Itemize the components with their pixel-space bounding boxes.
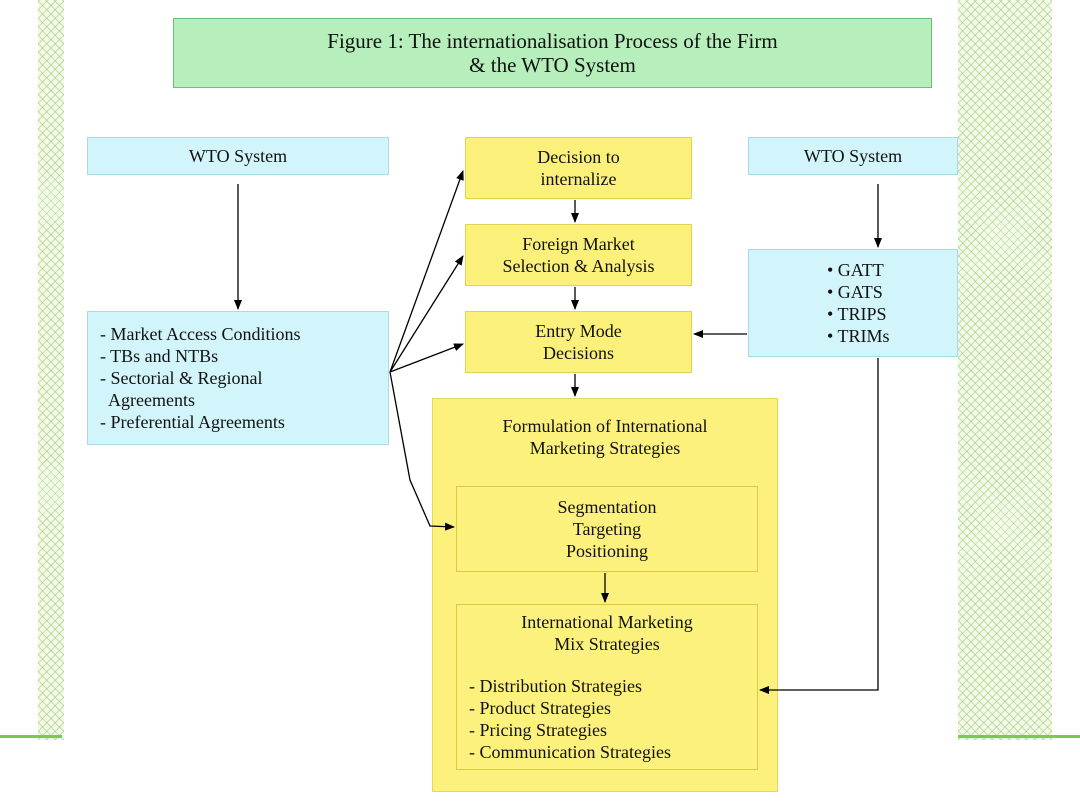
- arrow-conditions-to-foreign: [389, 255, 464, 373]
- left-wto-item: Agreements: [100, 390, 195, 410]
- right-wto-system-header: WTO System: [748, 137, 958, 175]
- right-wto-item: • TRIPS: [827, 304, 887, 324]
- foreign-market-selection-box: Foreign Market Selection & Analysis: [465, 224, 692, 286]
- figure-title-line-2: & the WTO System: [469, 53, 636, 77]
- left-background-pattern: [38, 0, 64, 740]
- entry-line-1: Entry Mode: [535, 321, 622, 341]
- right-wto-header-label: WTO System: [803, 146, 903, 166]
- foreign-line-2: Selection & Analysis: [502, 256, 655, 276]
- mix-strategy-item: - Distribution Strategies: [469, 676, 642, 696]
- right-wto-item: • GATS: [827, 282, 883, 302]
- figure-title-line-1: Figure 1: The internationalisation Proce…: [327, 29, 778, 53]
- arrow-conditions-to-entry: [389, 343, 464, 373]
- formulation-header-line-1: Formulation of International: [502, 416, 708, 436]
- entry-line-2: Decisions: [543, 343, 614, 363]
- right-wto-agreements-box: • GATT • GATS • TRIPS • TRIMs: [748, 249, 958, 357]
- mix-strategy-item: - Product Strategies: [469, 698, 611, 718]
- left-wto-conditions-box: - Market Access Conditions - TBs and NTB…: [87, 311, 389, 445]
- decision-to-internalize-box: Decision to internalize: [465, 137, 692, 199]
- left-wto-item: - TBs and NTBs: [100, 346, 219, 366]
- entry-mode-decisions-box: Entry Mode Decisions: [465, 311, 692, 373]
- mix-header-line-2: Mix Strategies: [554, 634, 660, 654]
- left-wto-system-header: WTO System: [87, 137, 389, 175]
- mix-header-line-1: International Marketing: [521, 612, 693, 632]
- left-wto-item: - Preferential Agreements: [100, 412, 285, 432]
- arrow-conditions-to-decision: [389, 170, 464, 373]
- right-green-rule: [958, 735, 1080, 738]
- mix-strategy-item: - Pricing Strategies: [469, 720, 607, 740]
- decision-line-2: internalize: [540, 169, 617, 189]
- figure-title: Figure 1: The internationalisation Proce…: [173, 18, 932, 88]
- right-wto-item: • GATT: [827, 260, 884, 280]
- left-wto-item: - Sectorial & Regional: [100, 368, 263, 388]
- stp-line: Segmentation: [557, 497, 657, 517]
- decision-line-1: Decision to: [537, 147, 620, 167]
- foreign-line-1: Foreign Market: [522, 234, 635, 254]
- formulation-header-line-2: Marketing Strategies: [529, 438, 681, 458]
- mix-strategy-item: - Communication Strategies: [469, 742, 671, 762]
- left-wto-header-label: WTO System: [188, 146, 288, 166]
- international-marketing-mix-box: International Marketing Mix Strategies -…: [456, 604, 758, 770]
- segmentation-targeting-positioning-box: Segmentation Targeting Positioning: [456, 486, 758, 572]
- stp-line: Positioning: [565, 541, 649, 561]
- right-background-pattern: [958, 0, 1052, 740]
- left-green-rule: [0, 735, 62, 738]
- right-wto-item: • TRIMs: [827, 326, 890, 346]
- stp-line: Targeting: [572, 519, 642, 539]
- left-wto-item: - Market Access Conditions: [100, 324, 301, 344]
